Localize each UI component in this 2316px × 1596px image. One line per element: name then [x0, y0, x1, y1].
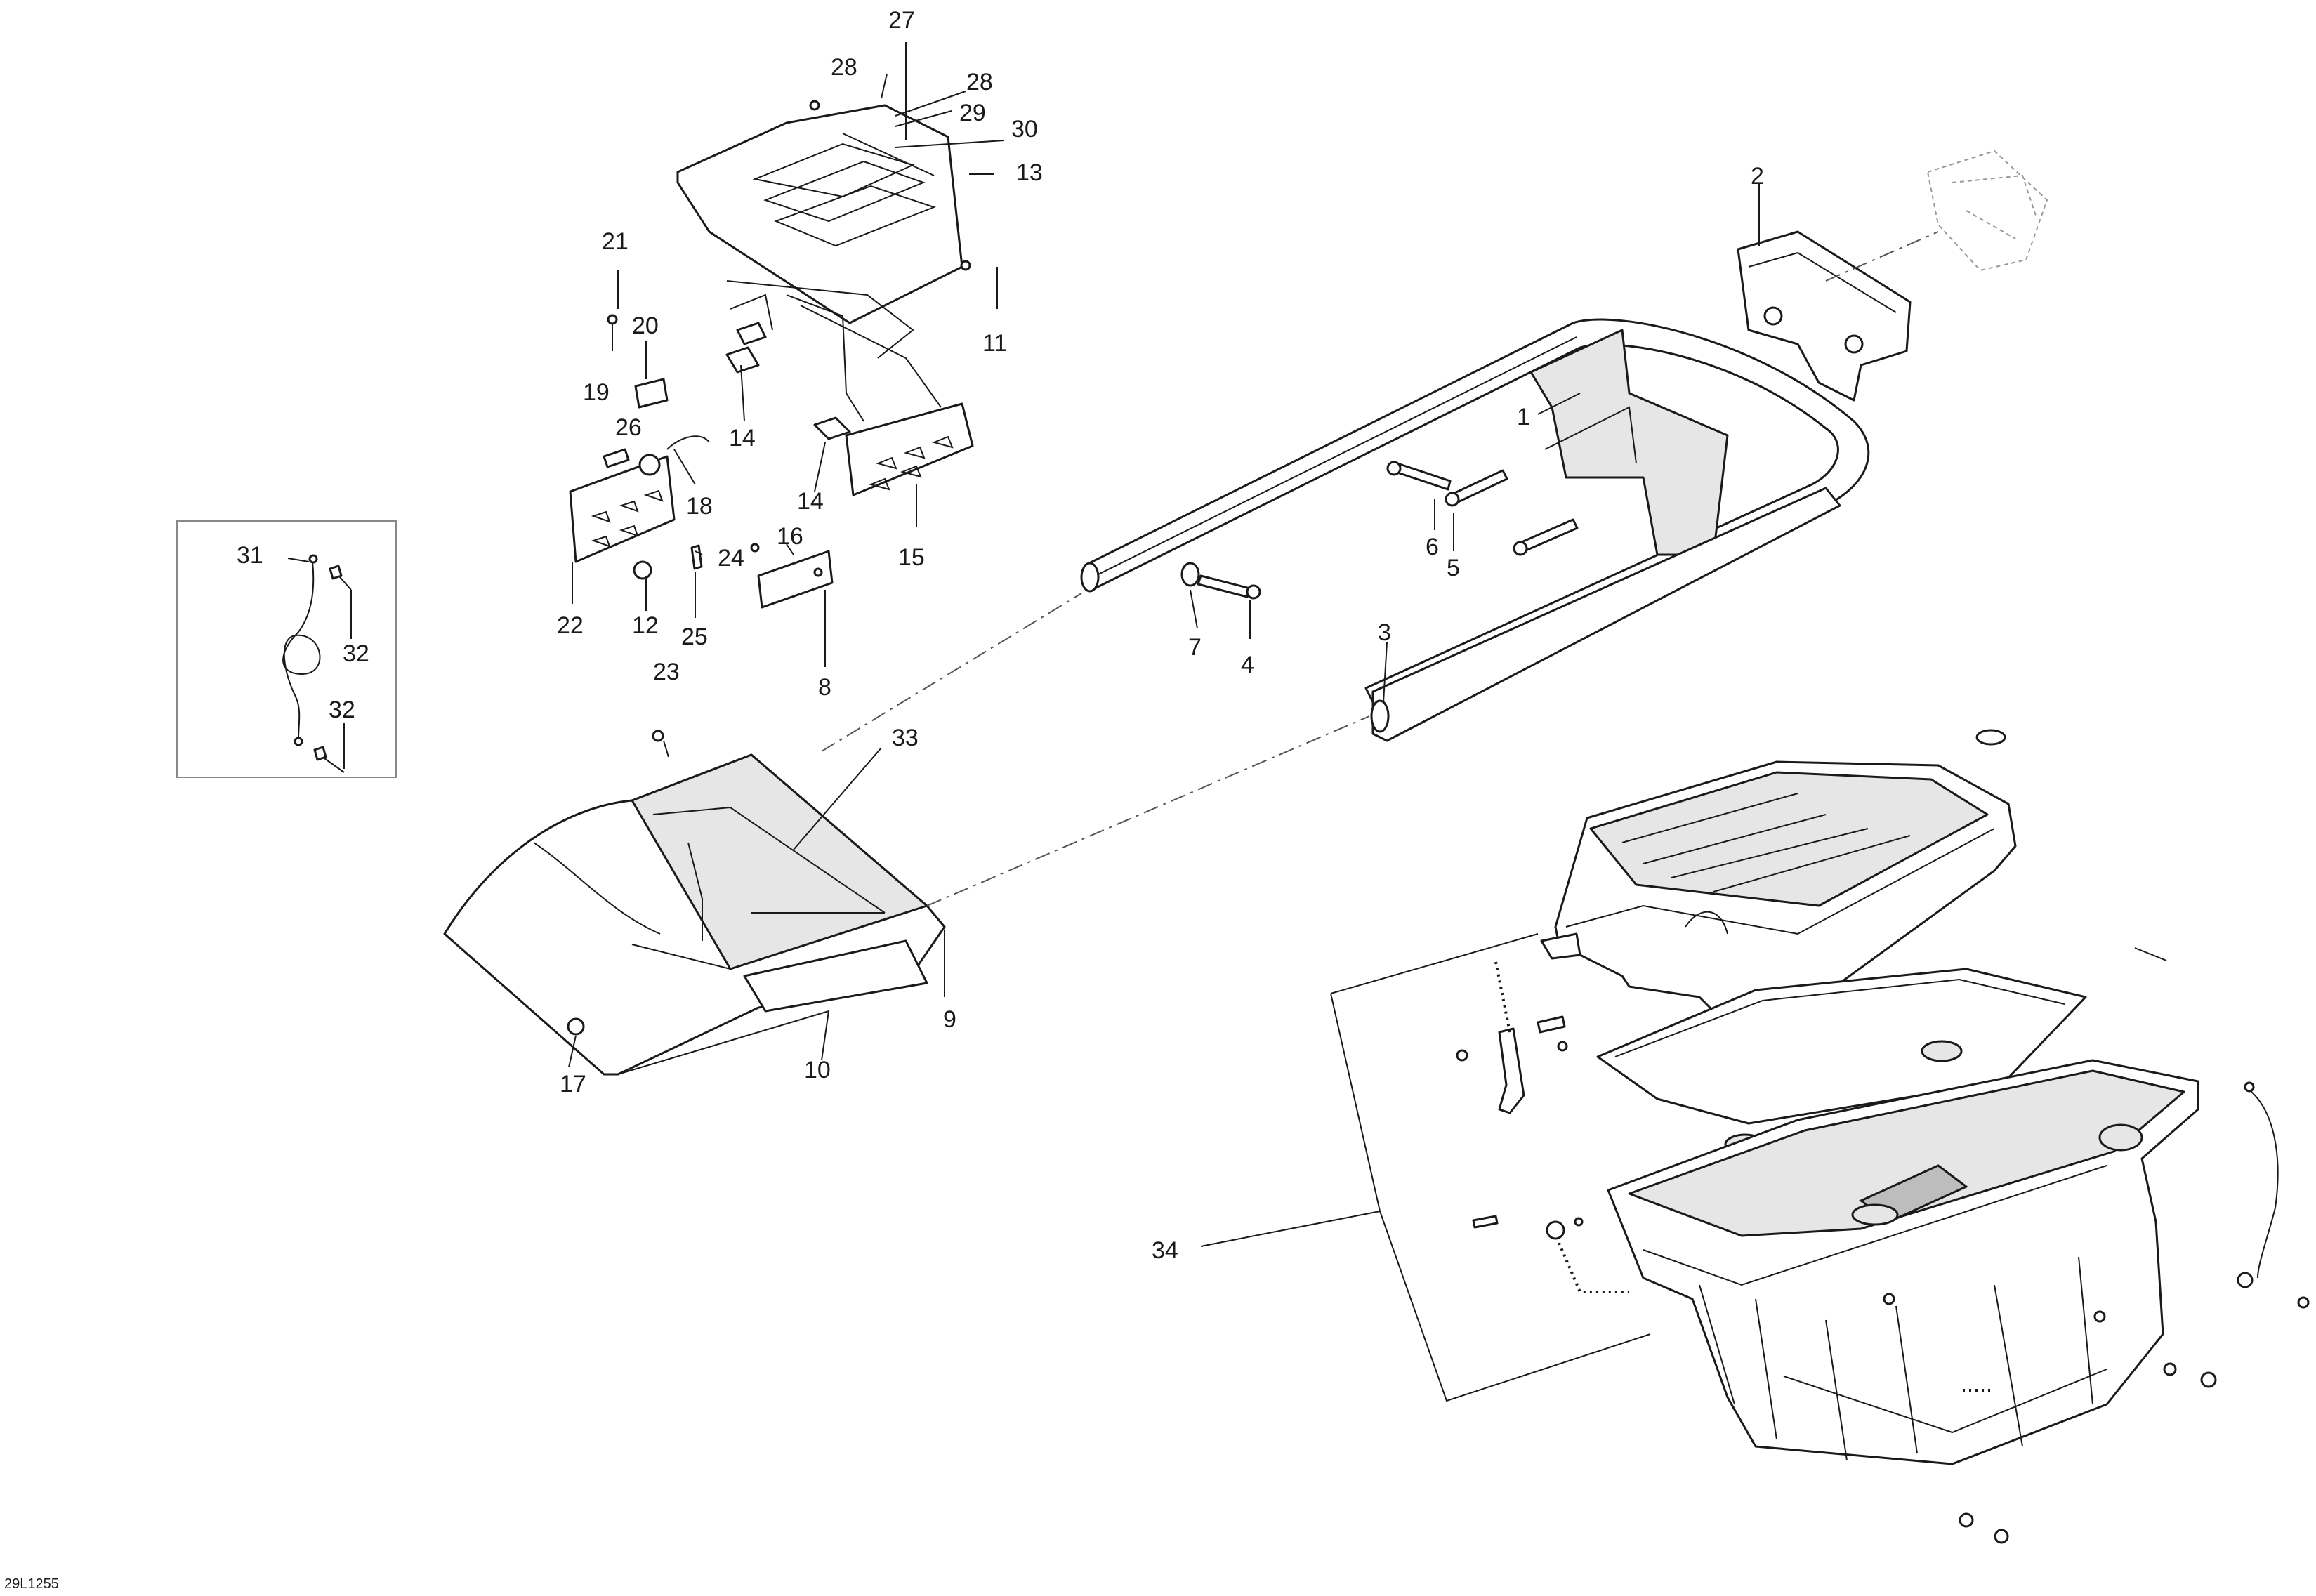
callout-22: 22 — [557, 612, 584, 639]
callout-4: 4 — [1241, 652, 1254, 678]
callout-29: 29 — [959, 100, 986, 126]
callout-20: 20 — [632, 312, 659, 339]
rail-3 — [1370, 487, 1841, 742]
callout-24: 24 — [718, 545, 744, 572]
tunnel-extension — [443, 753, 946, 1076]
callout-3: 3 — [1378, 619, 1391, 646]
top-carrier-plate — [676, 100, 971, 422]
callout-6: 6 — [1426, 534, 1439, 560]
bracket-15 — [813, 402, 974, 496]
callout-11: 11 — [982, 330, 1007, 357]
callout-13: 13 — [1016, 159, 1043, 186]
callout-17: 17 — [560, 1071, 586, 1097]
drawing-code: 29L1255 — [4, 1576, 59, 1592]
callout-21: 21 — [602, 228, 629, 255]
callout-14: 14 — [797, 488, 824, 515]
explosion-lines — [821, 593, 1370, 906]
callout-18: 18 — [686, 493, 713, 520]
callout-23: 23 — [653, 659, 680, 685]
callout-32: 32 — [343, 640, 369, 667]
callout-12: 12 — [632, 612, 659, 639]
bracket-22 — [569, 454, 676, 580]
callout-labels: 27 28 28 29 30 13 11 2 1 21 20 19 26 14 … — [4, 7, 1764, 1592]
storage-box — [1456, 729, 2310, 1544]
callout-33: 33 — [892, 725, 919, 751]
callout-15: 15 — [898, 544, 925, 571]
callout-8: 8 — [818, 674, 831, 701]
small-hardware — [603, 314, 834, 758]
callout-30: 30 — [1011, 116, 1038, 143]
callout-27: 27 — [888, 7, 915, 34]
callout-26: 26 — [615, 414, 642, 441]
callout-5: 5 — [1447, 555, 1460, 581]
callout-16: 16 — [777, 523, 803, 550]
callout-10: 10 — [804, 1057, 831, 1083]
inset-box — [176, 520, 397, 778]
callout-1: 1 — [1517, 404, 1530, 430]
clip-14 — [725, 346, 760, 374]
lock-block — [1737, 150, 2048, 402]
bolts — [1180, 461, 1579, 600]
callout-7: 7 — [1188, 634, 1202, 661]
callout-19: 19 — [583, 379, 610, 406]
callout-34: 34 — [1152, 1237, 1178, 1264]
callout-28: 28 — [966, 69, 993, 95]
callout-32: 32 — [329, 697, 355, 723]
callout-9: 9 — [943, 1006, 956, 1033]
callout-28: 28 — [831, 54, 857, 81]
leader-lines — [287, 42, 1760, 1402]
callout-2: 2 — [1751, 163, 1764, 190]
callout-14: 14 — [729, 425, 756, 451]
callout-25: 25 — [681, 624, 708, 650]
callout-31: 31 — [237, 542, 263, 569]
